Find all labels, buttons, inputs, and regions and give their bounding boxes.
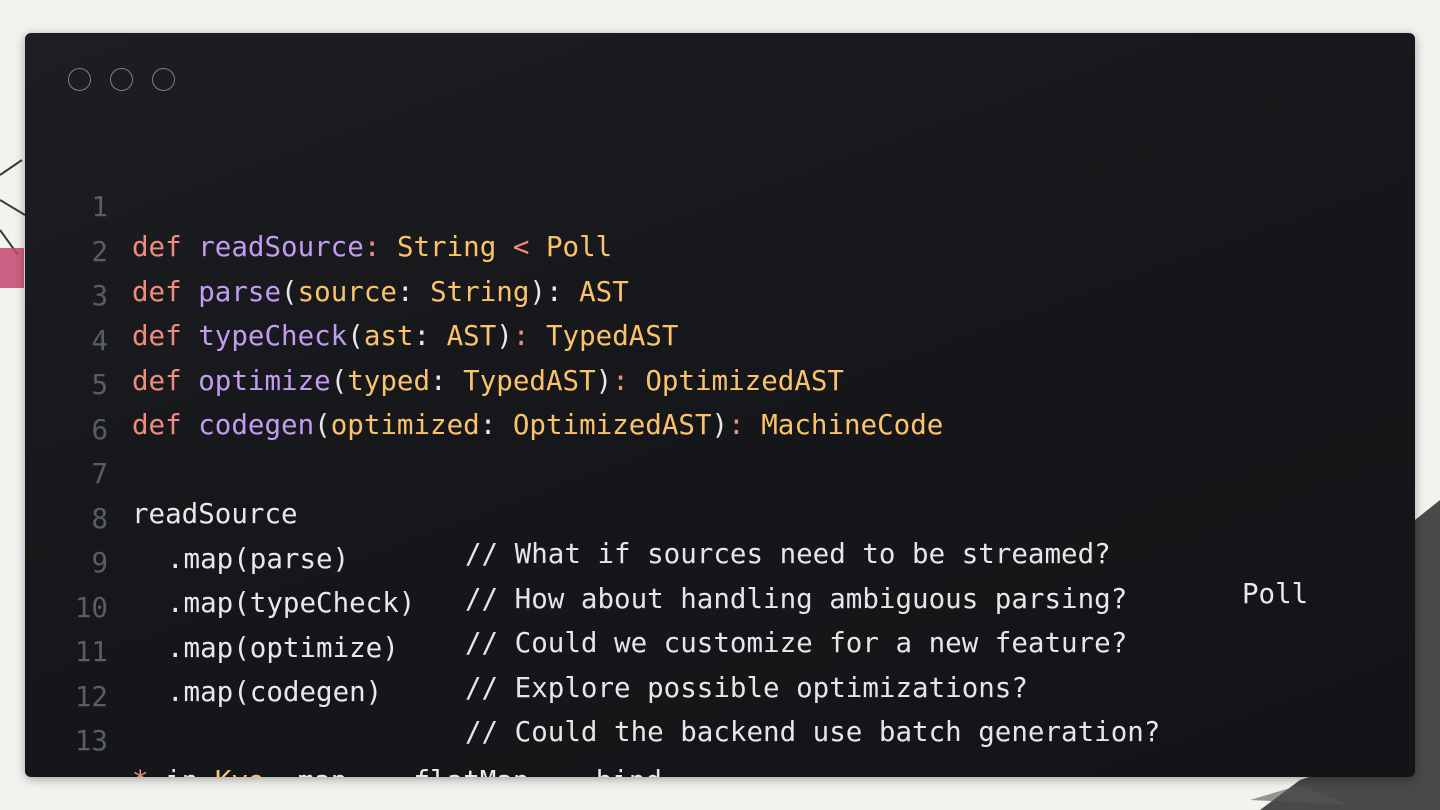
- branch-left-art: [0, 159, 26, 256]
- type-name: String: [396, 231, 497, 263]
- param-name: source: [297, 275, 397, 308]
- punctuation: ): [496, 320, 513, 352]
- punctuation: :: [413, 320, 431, 352]
- line-number: 8: [91, 502, 108, 535]
- punctuation: :: [479, 409, 497, 441]
- code-window: 1 def readSource: String < Poll 2 def pa…: [25, 33, 1415, 777]
- line-number: 2: [91, 235, 108, 268]
- punctuation: :: [728, 409, 745, 441]
- effect-note: Poll: [1242, 578, 1309, 610]
- code-comment: // Could the backend use batch generatio…: [465, 716, 1161, 748]
- punctuation: (: [347, 320, 364, 352]
- operator: <: [512, 231, 530, 263]
- line-number: 12: [74, 680, 108, 713]
- code-comment: // What if sources need to be streamed?: [465, 538, 1111, 570]
- function-name: readSource: [198, 231, 364, 263]
- line-number: 3: [91, 280, 108, 312]
- operator: ==: [364, 765, 397, 777]
- function-name: parse: [198, 275, 282, 308]
- line-number: 5: [91, 369, 108, 401]
- code-text: .map(typeCheck): [167, 587, 416, 619]
- code-line-1: 1 def readSource: String < Poll: [25, 147, 612, 263]
- maximize-button[interactable]: [152, 68, 175, 91]
- type-name: TypedAST: [463, 364, 596, 397]
- code-line-10: 10 .map(optimize) // Explore possible op…: [25, 548, 1028, 704]
- code-comment: // Could we customize for a new feature?: [465, 627, 1128, 659]
- keyword: def: [132, 231, 182, 263]
- keyword: def: [132, 275, 182, 308]
- punctuation: :: [363, 231, 381, 263]
- keyword: def: [132, 320, 182, 352]
- line-number: 9: [91, 547, 108, 579]
- code-line-2: 2 def parse(source: String): AST: [25, 192, 628, 308]
- code-text: readSource: [132, 498, 298, 530]
- line-number: 10: [74, 591, 108, 624]
- param-name: ast: [363, 320, 414, 352]
- code-text: .map(codegen): [167, 676, 383, 708]
- code-line-11: 11 .map(codegen) // Could the backend us…: [25, 592, 1161, 748]
- punctuation: ): [595, 364, 613, 397]
- function-name: typeCheck: [198, 320, 348, 352]
- minimize-button[interactable]: [110, 68, 133, 91]
- code-text: .map(parse): [167, 542, 350, 575]
- code-text: .map(optimize): [167, 631, 399, 664]
- punctuation: :: [512, 320, 530, 352]
- code-line-7: 7 readSource // What if sources need to …: [25, 414, 1308, 610]
- window-controls: [68, 68, 175, 91]
- type-name: TypedAST: [545, 320, 679, 352]
- punctuation: :: [396, 275, 414, 308]
- param-name: optimized: [330, 409, 480, 441]
- operator: ==: [546, 765, 579, 777]
- code-comment: // Explore possible optimizations?: [465, 671, 1028, 704]
- type-name: Poll: [545, 231, 613, 263]
- line-number: 13: [74, 725, 108, 757]
- function-name: codegen: [198, 409, 315, 441]
- close-button[interactable]: [68, 68, 91, 91]
- punctuation: ): [711, 409, 729, 441]
- star-marker: *: [132, 765, 149, 777]
- type-name: OptimizedAST: [512, 409, 712, 441]
- function-name: optimize: [198, 364, 331, 397]
- punctuation: (: [281, 275, 298, 308]
- code-line-3: 3 def typeCheck(ast: AST): TypedAST: [25, 236, 678, 352]
- type-name: AST: [446, 320, 497, 352]
- code-line-8: 8 .map(parse) // How about handling ambi…: [25, 459, 1127, 615]
- type-name: String: [430, 275, 530, 308]
- type-name: Kyo: [215, 765, 265, 777]
- punctuation: :: [430, 364, 447, 397]
- code-line-13: 13 * in Kyo, map == flatMap == bind: [25, 681, 662, 777]
- punctuation: :: [545, 275, 563, 308]
- code-line-4: 4 def optimize(typed: TypedAST): Optimiz…: [25, 281, 844, 397]
- code-text: map: [298, 765, 348, 777]
- punctuation: (: [330, 364, 348, 397]
- punctuation: :: [612, 364, 629, 397]
- code-text: bind: [596, 765, 662, 777]
- type-name: AST: [579, 275, 629, 308]
- line-number: 11: [74, 636, 108, 668]
- punctuation: ,: [264, 765, 281, 777]
- line-number: 4: [91, 324, 108, 357]
- code-comment: // How about handling ambiguous parsing?: [465, 582, 1128, 615]
- code-line-6: 6: [25, 370, 124, 446]
- punctuation: (: [314, 409, 331, 441]
- param-name: typed: [347, 364, 431, 397]
- type-name: OptimizedAST: [645, 364, 844, 397]
- code-line-12: 12: [25, 637, 124, 713]
- type-name: MachineCode: [761, 409, 944, 441]
- code-text: flatMap: [414, 765, 530, 777]
- line-number: 6: [91, 413, 108, 446]
- code-text: in: [165, 765, 198, 777]
- keyword: def: [132, 409, 182, 441]
- blossom-art: [0, 248, 24, 288]
- punctuation: ): [529, 275, 546, 308]
- code-line-5: 5 def codegen(optimized: OptimizedAST): …: [25, 325, 943, 441]
- line-number: 1: [91, 191, 108, 223]
- line-number: 7: [91, 458, 108, 490]
- keyword: def: [132, 364, 182, 397]
- code-line-9: 9 .map(typeCheck) // Could we customize …: [25, 503, 1127, 659]
